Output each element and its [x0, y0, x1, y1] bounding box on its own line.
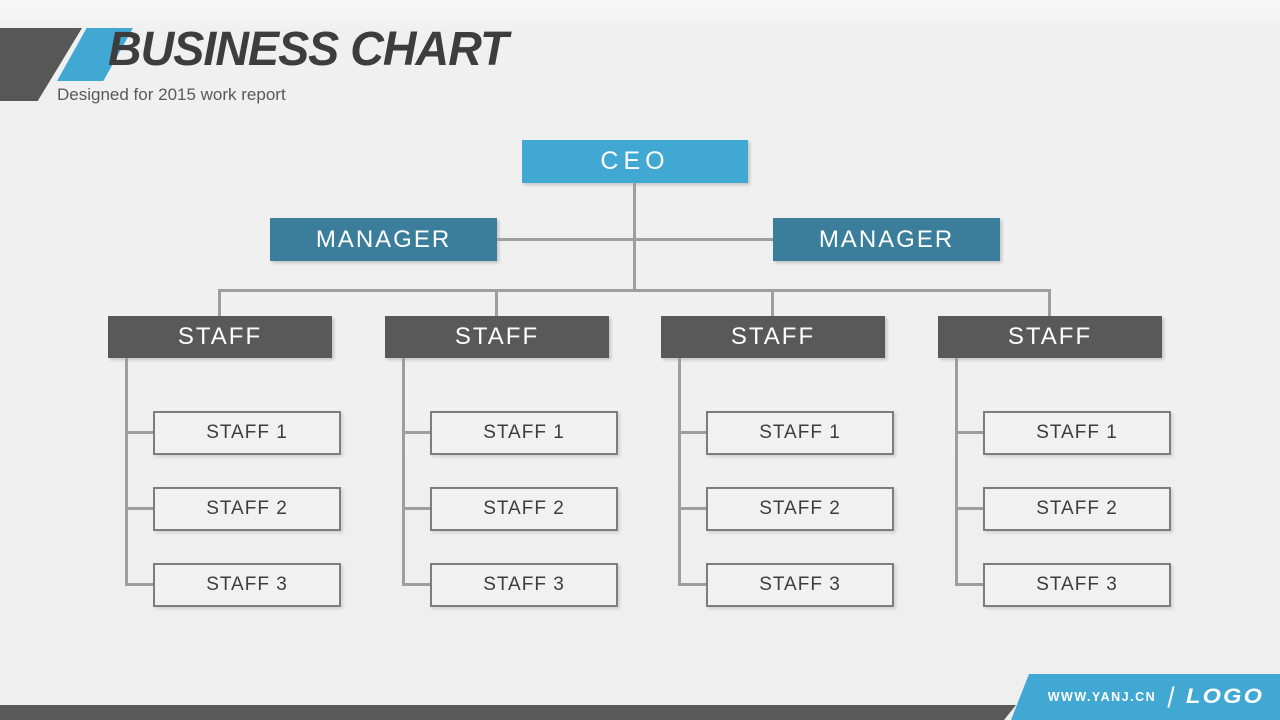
node-staff-2: STAFF — [385, 316, 609, 358]
team-column-4: STAFF STAFF 1 STAFF 2 STAFF 3 — [938, 316, 1172, 616]
node-staff-member: STAFF 1 — [153, 411, 341, 455]
node-manager-left: MANAGER — [270, 218, 497, 261]
node-manager-right: MANAGER — [773, 218, 1000, 261]
connector-staff-horizontal — [219, 289, 1051, 292]
connector-member-stub — [955, 583, 983, 586]
node-staff-member: STAFF 3 — [706, 563, 894, 607]
connector-team-rail — [402, 358, 405, 586]
connector-team-rail — [955, 358, 958, 586]
node-staff-member: STAFF 3 — [983, 563, 1171, 607]
node-staff-member: STAFF 2 — [153, 487, 341, 531]
connector-member-stub — [955, 431, 983, 434]
connector-member-stub — [678, 507, 706, 510]
connector-team-rail — [678, 358, 681, 586]
connector-member-stub — [402, 431, 430, 434]
connector-ceo-vertical — [633, 183, 636, 292]
connector-member-stub — [125, 583, 153, 586]
node-staff-member: STAFF 1 — [706, 411, 894, 455]
node-staff-member: STAFF 2 — [983, 487, 1171, 531]
footer-blue-band: WWW.YANJ.CN LOGO — [1011, 674, 1280, 720]
slide-title: BUSINESS CHART — [108, 23, 508, 76]
node-staff-3: STAFF — [661, 316, 885, 358]
connector-member-stub — [125, 507, 153, 510]
connector-member-stub — [955, 507, 983, 510]
node-ceo: CEO — [522, 140, 748, 183]
connector-team-rail — [125, 358, 128, 586]
footer-logo: LOGO — [1186, 685, 1265, 708]
connector-staff-drop-4 — [1048, 289, 1051, 316]
connector-staff-drop-2 — [495, 289, 498, 316]
connector-staff-drop-3 — [771, 289, 774, 316]
node-staff-member: STAFF 3 — [430, 563, 618, 607]
node-staff-1: STAFF — [108, 316, 332, 358]
connector-member-stub — [125, 431, 153, 434]
footer-website: WWW.YANJ.CN — [1047, 690, 1157, 704]
team-column-3: STAFF STAFF 1 STAFF 2 STAFF 3 — [661, 316, 895, 616]
team-column-2: STAFF STAFF 1 STAFF 2 STAFF 3 — [385, 316, 619, 616]
connector-member-stub — [402, 507, 430, 510]
node-staff-member: STAFF 2 — [706, 487, 894, 531]
slide-subtitle: Designed for 2015 work report — [57, 85, 286, 104]
connector-member-stub — [678, 583, 706, 586]
node-staff-member: STAFF 1 — [983, 411, 1171, 455]
connector-staff-drop-1 — [218, 289, 221, 316]
connector-managers-horizontal — [497, 238, 773, 241]
footer-gray-band — [0, 705, 1016, 720]
node-staff-member: STAFF 1 — [430, 411, 618, 455]
footer-divider — [1167, 686, 1175, 708]
node-staff-4: STAFF — [938, 316, 1162, 358]
connector-member-stub — [402, 583, 430, 586]
team-column-1: STAFF STAFF 1 STAFF 2 STAFF 3 — [108, 316, 342, 616]
node-staff-member: STAFF 3 — [153, 563, 341, 607]
connector-member-stub — [678, 431, 706, 434]
node-staff-member: STAFF 2 — [430, 487, 618, 531]
